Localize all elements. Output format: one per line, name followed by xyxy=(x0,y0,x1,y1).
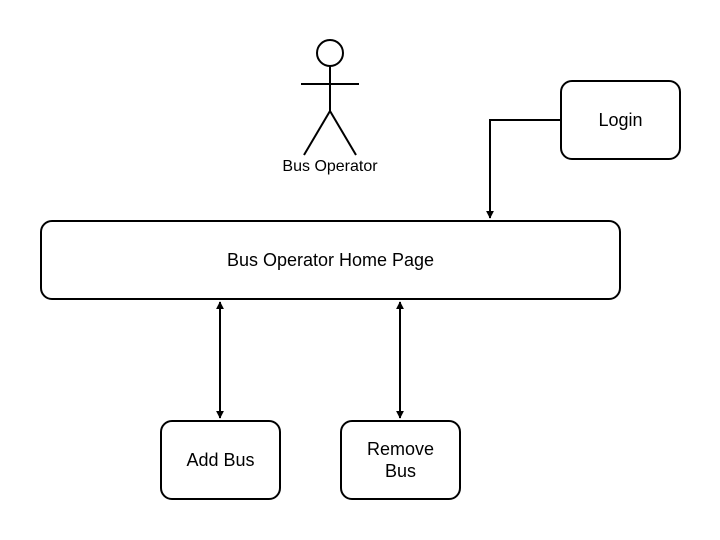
remove-bus-node-label: Remove Bus xyxy=(366,439,435,481)
home-node-label: Bus Operator Home Page xyxy=(226,250,435,270)
login-node: Login xyxy=(560,80,681,160)
bus-operator-home-page-node: Bus Operator Home Page xyxy=(40,220,621,300)
remove-bus-node: Remove Bus xyxy=(340,420,461,500)
actor-right-leg xyxy=(329,110,357,156)
connector-login-to-home xyxy=(486,119,560,219)
add-bus-node: Add Bus xyxy=(160,420,281,500)
actor-icon xyxy=(301,39,359,156)
actor-head xyxy=(316,39,344,67)
actor-left-leg xyxy=(303,110,331,156)
actor-label: Bus Operator xyxy=(282,158,378,175)
login-node-label: Login xyxy=(598,110,643,130)
add-bus-node-label: Add Bus xyxy=(186,450,255,470)
